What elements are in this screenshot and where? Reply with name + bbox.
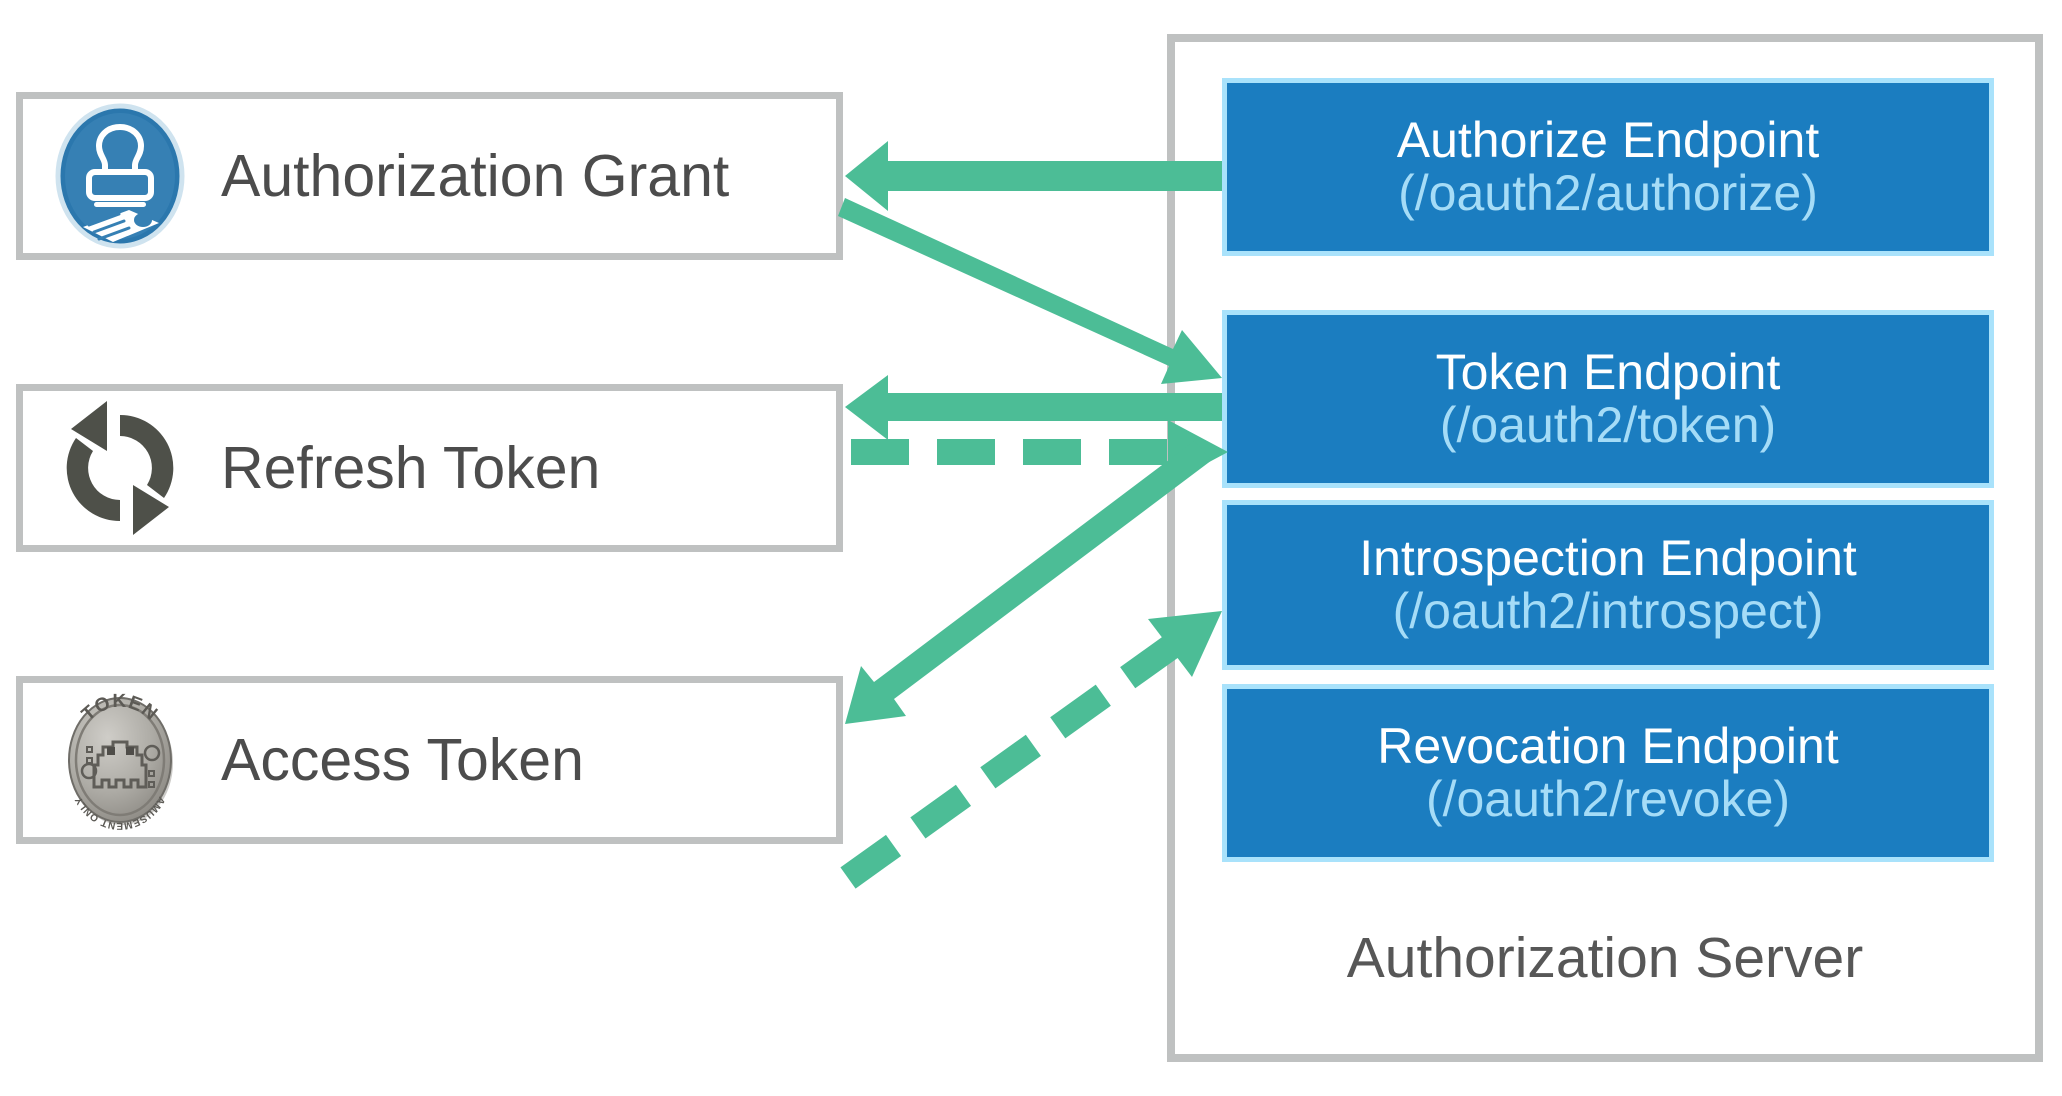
- concept-box-authorization-grant[interactable]: Authorization Grant: [16, 92, 843, 260]
- endpoint-path: (/oauth2/token): [1439, 397, 1777, 453]
- arrow-token-to-access: [845, 441, 1212, 724]
- endpoint-box-revoke[interactable]: Revocation Endpoint (/oauth2/revoke): [1222, 684, 1994, 862]
- endpoint-box-authorize[interactable]: Authorize Endpoint (/oauth2/authorize): [1222, 78, 1994, 256]
- concept-box-access-token[interactable]: TOKEN AMUSEMENT ONLY Access Token: [16, 676, 843, 844]
- concept-label: Refresh Token: [221, 435, 601, 501]
- endpoint-path: (/oauth2/introspect): [1392, 583, 1824, 639]
- refresh-arrows-icon: [45, 393, 195, 543]
- concept-label: Access Token: [221, 727, 584, 793]
- endpoint-name: Revocation Endpoint: [1377, 718, 1839, 774]
- endpoint-name: Introspection Endpoint: [1359, 530, 1857, 586]
- endpoint-name: Token Endpoint: [1435, 344, 1781, 400]
- arrow-access-to-introspect-dashed: [840, 611, 1222, 889]
- stamp-icon: [45, 101, 195, 251]
- arrow-token-to-refresh: [845, 375, 1222, 440]
- concept-box-refresh-token[interactable]: Refresh Token: [16, 384, 843, 552]
- arrow-grant-to-token: [838, 198, 1222, 384]
- coin-token-icon: TOKEN AMUSEMENT ONLY: [45, 685, 195, 835]
- arrow-authorize-to-grant: [845, 141, 1222, 211]
- endpoint-path: (/oauth2/authorize): [1398, 165, 1818, 221]
- endpoint-name: Authorize Endpoint: [1396, 112, 1820, 168]
- server-title: Authorization Server: [1346, 926, 1864, 990]
- endpoint-path: (/oauth2/revoke): [1425, 771, 1791, 827]
- endpoint-box-introspect[interactable]: Introspection Endpoint (/oauth2/introspe…: [1222, 500, 1994, 670]
- endpoint-box-token[interactable]: Token Endpoint (/oauth2/token): [1222, 310, 1994, 488]
- concept-label: Authorization Grant: [221, 143, 730, 209]
